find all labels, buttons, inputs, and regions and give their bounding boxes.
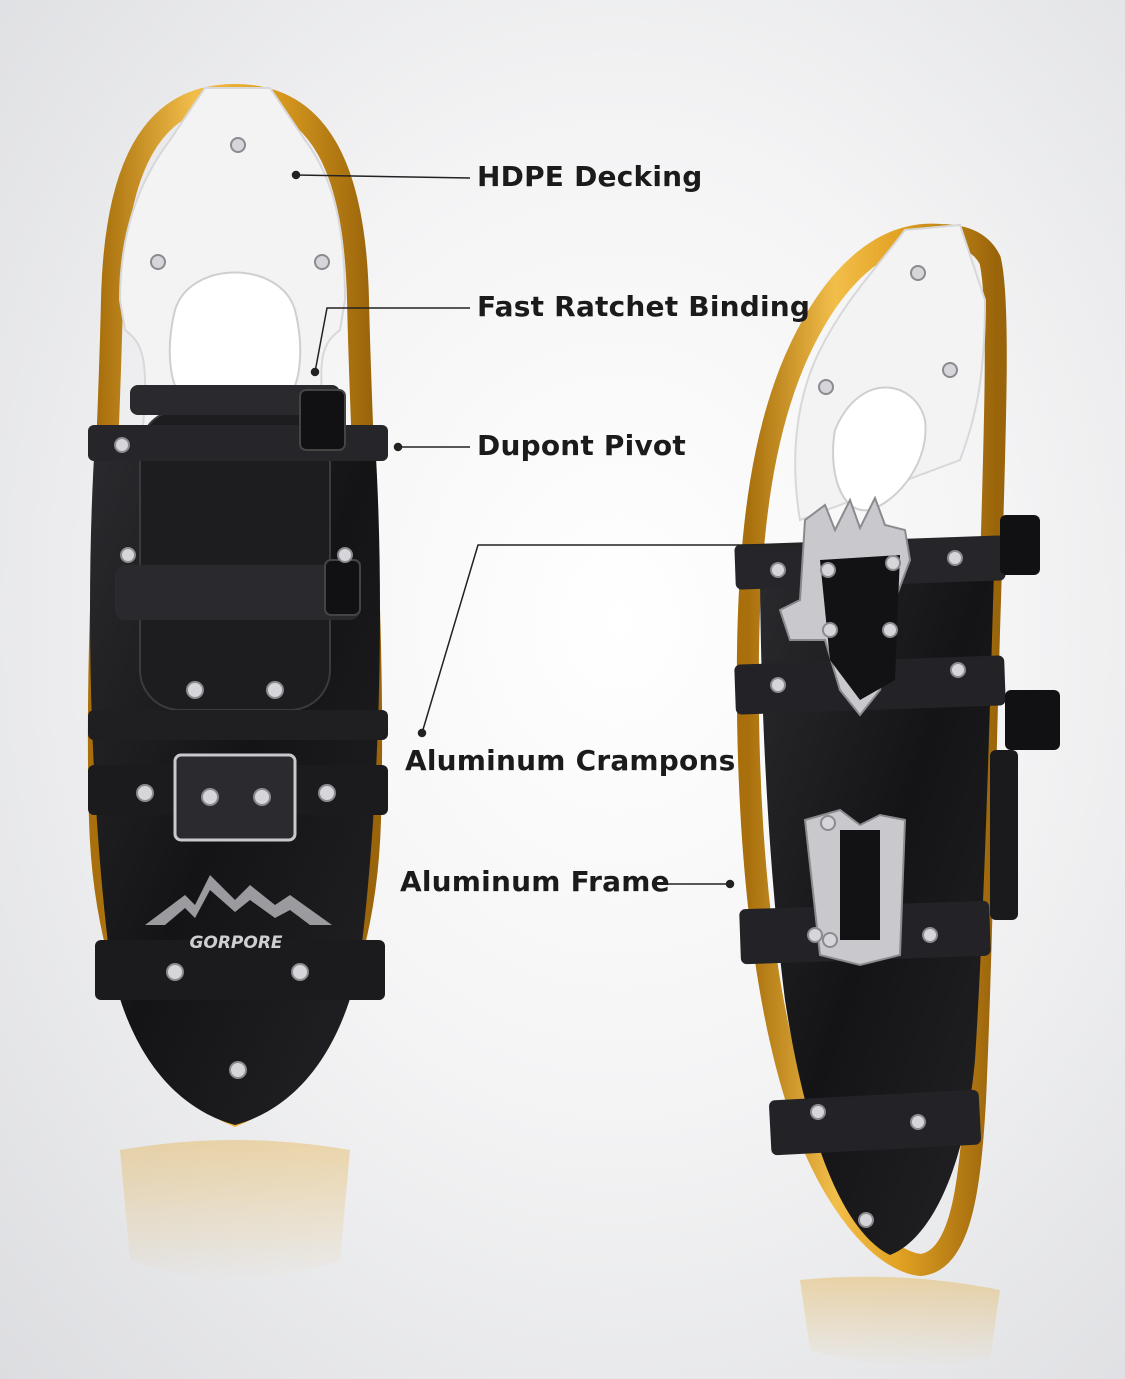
left-tail-strap	[95, 940, 385, 1000]
left-snowshoe-reflection	[120, 1140, 350, 1280]
left-instep-strap	[115, 565, 360, 620]
left-ratchet-buckle	[299, 389, 346, 451]
brand-logo: GORPORE	[189, 933, 282, 953]
left-ratchet-buckle-2	[324, 559, 361, 616]
left-heel-plate	[173, 753, 297, 842]
left-toe-opening	[168, 271, 302, 401]
heel-crampon-center	[840, 830, 880, 940]
leader-hdpe	[295, 174, 471, 179]
right-frame	[736, 223, 1007, 1277]
right-snowshoe	[734, 223, 1060, 1366]
right-rivets	[770, 265, 966, 1228]
front-crampon-plate	[820, 555, 900, 700]
left-snowshoe: GORPORE	[87, 83, 388, 1280]
callout-aluminum-frame: Aluminum Frame	[400, 865, 670, 898]
right-side-buckle-1	[1000, 515, 1040, 575]
right-side-buckle-2	[1005, 690, 1060, 750]
left-rivets	[114, 137, 353, 1079]
callout-hdpe-decking: HDPE Decking	[477, 160, 703, 193]
callout-aluminum-crampons: Aluminum Crampons	[405, 744, 736, 777]
left-toe-strap	[130, 385, 340, 415]
callout-fast-ratchet-binding: Fast Ratchet Binding	[477, 290, 811, 323]
leader-lines	[291, 170, 798, 889]
leader-crampons	[421, 544, 798, 734]
leader-ratchet	[314, 307, 470, 373]
callout-dupont-pivot: Dupont Pivot	[477, 429, 686, 462]
right-side-strap	[990, 750, 1018, 920]
right-snowshoe-reflection	[800, 1276, 1000, 1366]
right-tail-strap	[769, 1089, 982, 1156]
left-heel-strap	[88, 710, 388, 740]
mountain-logo-icon	[145, 875, 332, 925]
right-toe-opening	[832, 386, 927, 512]
